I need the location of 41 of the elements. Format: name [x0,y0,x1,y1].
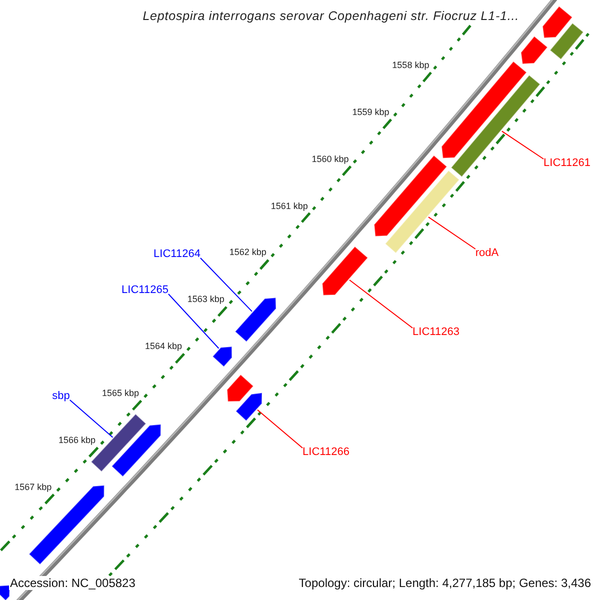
gene-label: LIC11266 [302,446,350,458]
gene-feature [441,60,528,159]
leader-line [200,258,252,312]
ruler-label: 1563 kbp [186,294,226,304]
leader-line [428,216,476,250]
gene-feature [450,74,541,178]
leader-line [69,400,114,438]
ruler-label: 1560 kbp [310,154,350,164]
genome-stats-text: Topology: circular; Length: 4,277,185 bp; Genes: 3,436 [298,576,592,590]
gene-feature [384,170,460,254]
gene-feature [374,154,448,237]
gene-feature [520,36,548,64]
leader-line [256,409,304,448]
leader-line [349,280,414,328]
ruler-label: 1558 kbp [391,60,430,70]
gene-label: LIC11264 [154,248,200,260]
accession-text: Accession: NC_005823 [9,576,136,590]
gene-feature [234,297,276,342]
map-title: Leptospira interrogans serovar Copenhageni str. Fiocruz L1-1... [142,9,519,23]
gene-feature [235,392,263,422]
ruler-label: 1567 kbp [14,482,53,492]
gene-feature [322,246,368,296]
ruler-label: 1565 kbp [100,388,140,398]
gene-feature [0,584,10,600]
ruler-label: 1561 kbp [270,200,309,211]
leader-line [501,130,544,160]
gene-label: rodA [475,247,499,259]
ruler-label: 1559 kbp [351,106,390,117]
gene-feature [212,346,232,368]
gene-label: LIC11261 [544,157,590,169]
ruler-label: 1564 kbp [144,341,183,352]
gene-label: LIC11265 [122,284,168,296]
ruler-label: 1562 kbp [228,247,268,258]
gene-feature [542,6,573,38]
ruler-label: 1566 kbp [58,435,97,446]
gene-feature [226,374,254,402]
leader-line [168,294,220,349]
gene-feature [549,22,584,60]
gene-feature [111,424,162,478]
gene-label: LIC11263 [412,326,460,338]
gene-label: sbp [52,390,70,402]
